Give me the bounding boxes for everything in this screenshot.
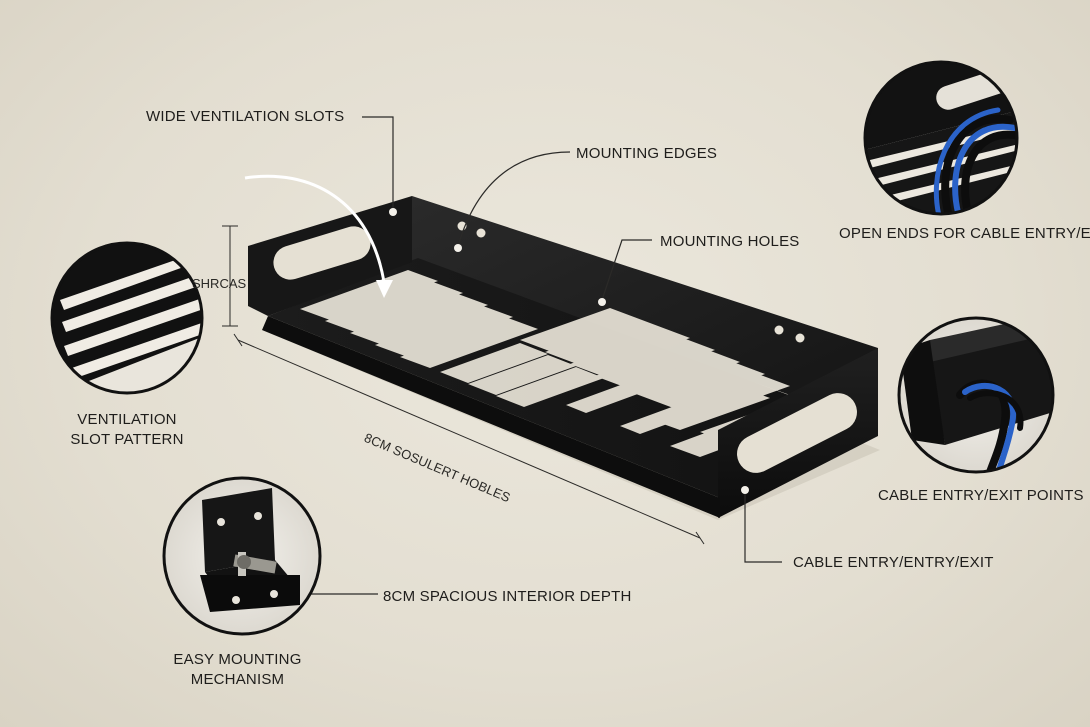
leader-wide-ventilation <box>362 116 394 210</box>
cable-entry-points-label: CABLE ENTRY/EXIT POINTS <box>878 487 1084 504</box>
mounting-edges-label: MOUNTING EDGES <box>576 145 718 162</box>
length-dimension <box>237 339 701 539</box>
easy-mounting-label: EASY MOUNTING MECHANISM <box>160 650 315 690</box>
leader-cable-entry <box>744 492 782 563</box>
right-cable-opening <box>737 393 857 473</box>
easy-mounting-line2: MECHANISM <box>190 671 285 688</box>
ventilation-pattern-line2: SLOT PATTERN <box>70 431 184 448</box>
ventilation-pattern-label: VENTILATION SLOT PATTERN <box>52 410 202 450</box>
leader-mounting-holes <box>601 239 652 301</box>
leader-dots <box>389 208 749 494</box>
ventilation-pattern-line1: VENTILATION <box>77 411 177 428</box>
easy-mounting-line1: EASY MOUNTING <box>173 651 302 668</box>
open-ends-label: OPEN ENDS FOR CABLE ENTRY/EXIT <box>839 225 1090 242</box>
tray-right-end <box>718 348 878 518</box>
detail-easy-mounting <box>162 476 322 636</box>
cable-loop <box>956 379 1024 472</box>
detail-ventilation-pattern <box>50 241 204 395</box>
detail-open-ends <box>863 60 1019 216</box>
mounting-bolt <box>233 552 277 576</box>
left-cable-opening <box>273 226 371 280</box>
cable-tray <box>248 196 880 520</box>
height-dimension-label: SHRCAS <box>192 236 246 291</box>
wide-ventilation-slots-label: WIDE VENTILATION SLOTS <box>146 108 345 125</box>
tray-front-lip <box>262 316 720 518</box>
detail-cable-entry <box>897 316 1055 474</box>
leader-mounting-edges <box>457 151 571 247</box>
curved-arrow-icon <box>244 174 393 298</box>
mounting-holes-label: MOUNTING HOLES <box>660 233 800 250</box>
height-dimension-text: SHRCAS <box>192 276 247 291</box>
leader-lines <box>250 116 782 595</box>
dimension-lines <box>222 225 705 545</box>
cable-bundle <box>933 107 1017 214</box>
tray-back-wall <box>412 196 878 426</box>
cable-entry-bottom-label: CABLE ENTRY/ENTRY/EXIT <box>793 554 994 571</box>
tray-left-end <box>248 196 412 316</box>
interior-depth-label: 8CM SPACIOUS INTERIOR DEPTH <box>383 588 632 605</box>
